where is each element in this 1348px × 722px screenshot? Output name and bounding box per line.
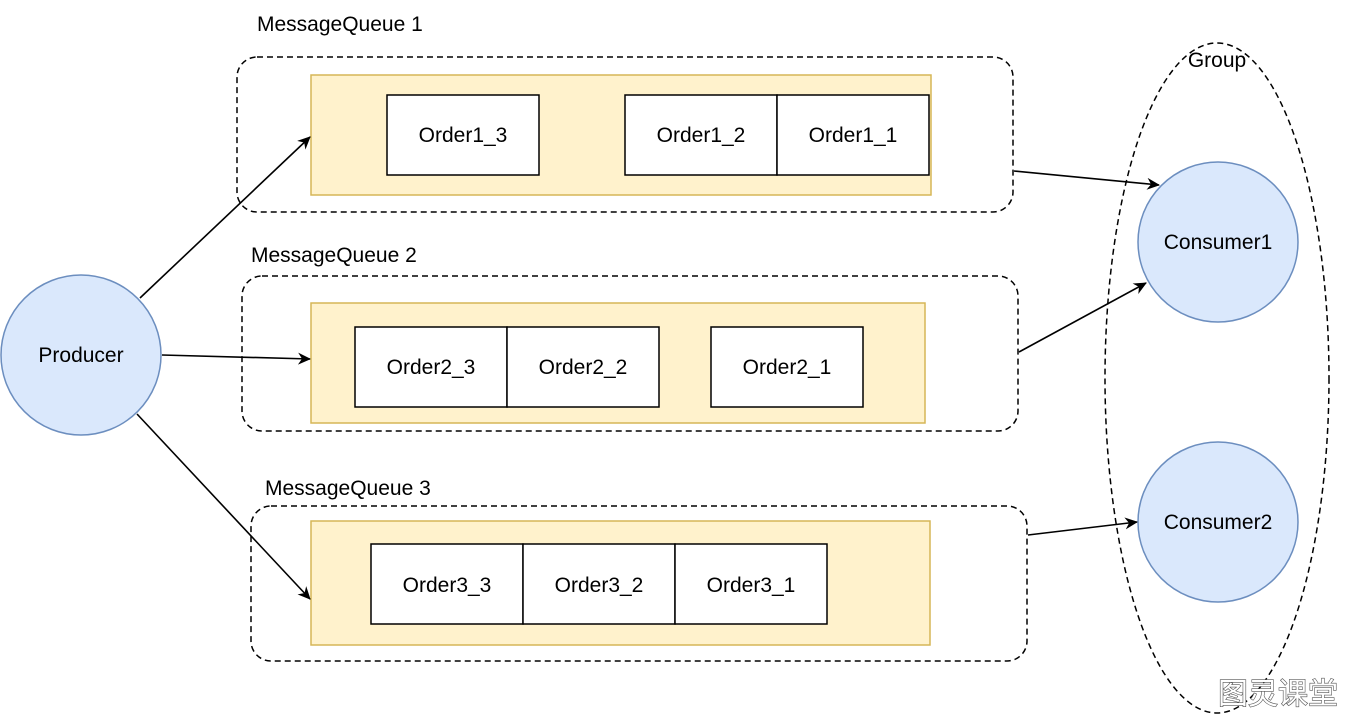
queue-3-container <box>250 505 1028 662</box>
message-queue-2: MessageQueue 2 Order2_3 Order2_2 Order2_… <box>241 244 1019 432</box>
producer-label: Producer <box>38 344 123 367</box>
producer-node: Producer <box>0 274 162 436</box>
consumer-2-node: Consumer2 <box>1137 441 1299 603</box>
message-order2-1-label: Order2_1 <box>743 356 832 379</box>
queue-1-label: MessageQueue 1 <box>257 13 423 36</box>
message-order1-1 <box>776 94 930 176</box>
message-order3-2 <box>522 543 676 625</box>
arrow-queue-3-to-consumer-2 <box>1027 517 1138 536</box>
message-order2-3-label: Order2_3 <box>387 356 476 379</box>
message-order1-1-label: Order1_1 <box>809 124 898 147</box>
message-order2-2 <box>506 326 660 408</box>
queue-2-container <box>241 275 1019 432</box>
arrow-queue-1-to-consumer-1 <box>1013 170 1160 190</box>
group-label: Group <box>1188 49 1246 72</box>
arrow-producer-to-queue-3 <box>136 413 311 600</box>
arrow-producer-to-queue-2 <box>161 352 311 365</box>
consumer-1-circle <box>1137 161 1299 323</box>
consumer-2-label: Consumer2 <box>1164 511 1273 534</box>
queue-1-container <box>236 56 1014 213</box>
message-order1-2-label: Order1_2 <box>657 124 746 147</box>
consumer-2-circle <box>1137 441 1299 603</box>
message-order3-2-label: Order3_2 <box>555 574 644 597</box>
consumer-1-node: Consumer1 <box>1137 161 1299 323</box>
message-order2-2-label: Order2_2 <box>539 356 628 379</box>
message-order1-2 <box>624 94 778 176</box>
message-queue-3: MessageQueue 3 Order3_3 Order3_2 Order3_… <box>250 477 1028 662</box>
arrow-queue-2-to-consumer-1 <box>1018 282 1147 353</box>
consumer-group-ellipse <box>1104 42 1330 714</box>
watermark-text: 图灵课堂 <box>1218 677 1338 712</box>
message-order2-1 <box>710 326 864 408</box>
message-order1-3-label: Order1_3 <box>419 124 508 147</box>
message-queue-1: MessageQueue 1 Order1_3 Order1_2 Order1_… <box>236 13 1014 213</box>
consumer-1-label: Consumer1 <box>1164 231 1273 254</box>
message-order3-1 <box>674 543 828 625</box>
queue-2-label: MessageQueue 2 <box>251 244 417 267</box>
message-order3-3 <box>370 543 524 625</box>
producer-circle <box>0 274 162 436</box>
message-order3-3-label: Order3_3 <box>403 574 492 597</box>
message-order2-3 <box>354 326 508 408</box>
message-order3-1-label: Order3_1 <box>707 574 796 597</box>
queue-3-label: MessageQueue 3 <box>265 477 431 500</box>
arrow-producer-to-queue-1 <box>139 136 311 299</box>
message-order1-3 <box>386 94 540 176</box>
